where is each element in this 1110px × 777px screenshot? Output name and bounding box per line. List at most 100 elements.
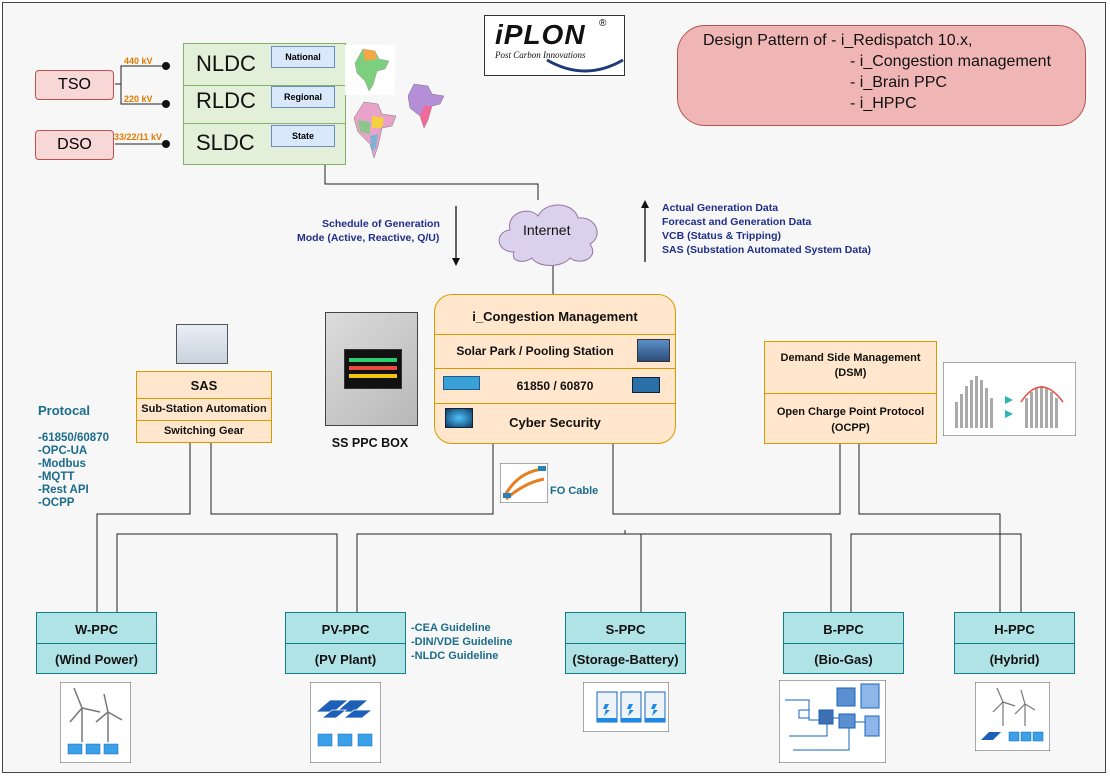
sas-thumb (176, 324, 228, 364)
ppc-divider (955, 643, 1074, 644)
fo-cable-icon (500, 463, 548, 503)
sas-title: SAS (190, 378, 218, 393)
guideline-item: -NLDC Guideline (411, 650, 499, 662)
solar-panel-icon (310, 682, 381, 763)
sas-substation-label: Sub-Station Automation (141, 403, 267, 415)
ppc-name: H-PPC (994, 622, 1035, 637)
congestion-block (434, 294, 676, 444)
rldc-label: RLDC (196, 88, 256, 113)
s-ppc-box: S-PPC (Storage-Battery) (565, 612, 686, 674)
ppc-sub: (Wind Power) (55, 652, 138, 667)
cyber-security-label: Cyber Security (509, 415, 601, 430)
uplink-item: Forecast and Generation Data (662, 216, 812, 228)
india-map-icon (345, 45, 395, 95)
solar-park-label: Solar Park / Pooling Station (456, 344, 614, 358)
ppc-screen (344, 349, 402, 389)
protocol-item: -61850/60870 (38, 432, 109, 444)
dsm-block (764, 341, 937, 444)
uplink-item: SAS (Substation Automated System Data) (662, 244, 872, 256)
sas-divider (136, 398, 272, 399)
h-ppc-box: H-PPC (Hybrid) (954, 612, 1075, 674)
logo-registered: ® (599, 18, 607, 29)
w-ppc-box: W-PPC (Wind Power) (36, 612, 157, 674)
tso-box: TSO (35, 70, 114, 100)
guideline-item: -CEA Guideline (411, 622, 491, 634)
regional-map-icon (407, 83, 445, 129)
wind-turbine-icon (60, 682, 131, 763)
design-pattern-line: - i_HPPC (850, 95, 917, 112)
voltage-440: 440 kV (124, 56, 153, 66)
dsm-abbr: (DSM) (834, 367, 867, 379)
solar-park-thumb (637, 339, 670, 362)
ppc-sub: (PV Plant) (314, 652, 377, 667)
regional-tag: Regional (271, 86, 335, 108)
ss-ppc-box-image (325, 312, 418, 426)
ppc-sub: (Storage-Battery) (572, 652, 679, 667)
uplink-item: VCB (Status & Tripping) (662, 230, 781, 242)
ppc-name: W-PPC (74, 622, 119, 637)
ppc-divider (784, 643, 903, 644)
internet-label: Internet (523, 222, 571, 238)
logo-swoosh-icon (546, 58, 624, 73)
protocol-title: Protocal (38, 403, 91, 418)
dso-box: DSO (35, 130, 114, 160)
ocpp-abbr: (OCPP) (831, 422, 870, 434)
cyber-security-thumb (445, 408, 473, 428)
ldc-divider (183, 85, 346, 86)
design-pattern-line: Design Pattern of - i_Redispatch 10.x, (703, 32, 973, 49)
ppc-divider (566, 643, 685, 644)
dsm-chart-thumb (943, 362, 1076, 436)
dsm-label: Demand Side Management (780, 352, 921, 364)
sldc-label: SLDC (196, 130, 255, 155)
voltage-dso: 33/22/11 kV (114, 132, 163, 142)
uplink-item: Actual Generation Data (662, 202, 779, 214)
hybrid-plant-icon (975, 682, 1050, 751)
b-ppc-box: B-PPC (Bio-Gas) (783, 612, 904, 674)
congestion-divider (434, 334, 676, 335)
design-pattern-line: - i_Congestion management (850, 53, 1052, 70)
protocol-device-thumb (632, 377, 660, 393)
ppc-sub: (Hybrid) (989, 652, 1040, 667)
protocol-item: -Rest API (38, 484, 89, 496)
design-pattern-line: - i_Brain PPC (850, 74, 947, 91)
state-map-icon (353, 101, 397, 159)
protocol-label: 61850 / 60870 (516, 379, 594, 393)
protocol-item: -OCPP (38, 497, 75, 509)
ppc-name: B-PPC (823, 622, 864, 637)
design-pattern-box (677, 25, 1086, 126)
pv-ppc-box: PV-PPC (PV Plant) (285, 612, 406, 674)
congestion-title: i_Congestion Management (472, 309, 638, 324)
ppc-name: S-PPC (605, 622, 646, 637)
nldc-label: NLDC (196, 51, 256, 76)
sas-block (136, 371, 272, 443)
sas-divider (136, 420, 272, 421)
logo-tagline: Post Carbon Innovations (495, 50, 586, 60)
sas-switching-label: Switching Gear (163, 425, 245, 437)
schedule-text-1: Schedule of Generation (322, 218, 440, 230)
iplon-logo: iPLON ® Post Carbon Innovations (484, 15, 625, 76)
state-tag: State (271, 125, 335, 147)
protocol-item: -OPC-UA (38, 445, 88, 457)
protocol-device-thumb (443, 376, 480, 390)
ldc-divider (183, 123, 346, 124)
voltage-220: 220 kV (124, 94, 153, 104)
national-tag: National (271, 46, 335, 68)
ppc-divider (286, 643, 405, 644)
logo-name: iPLON (495, 19, 586, 50)
battery-storage-icon (583, 682, 669, 732)
dsm-divider (764, 393, 937, 394)
fo-cable-label: FO Cable (550, 485, 599, 497)
ppc-sub: (Bio-Gas) (814, 652, 873, 667)
ppc-name: PV-PPC (321, 622, 370, 637)
schedule-text-2: Mode (Active, Reactive, Q/U) (297, 232, 440, 244)
guideline-item: -DIN/VDE Guideline (411, 636, 513, 648)
internet-cloud-icon (498, 204, 598, 266)
congestion-divider (434, 403, 676, 404)
ocpp-label: Open Charge Point Protocol (776, 406, 925, 418)
protocol-item: -Modbus (38, 458, 86, 470)
protocol-item: -MQTT (38, 471, 75, 483)
biogas-plant-icon (779, 680, 886, 763)
ppc-divider (37, 643, 156, 644)
ss-ppc-box-label: SS PPC BOX (331, 436, 409, 450)
